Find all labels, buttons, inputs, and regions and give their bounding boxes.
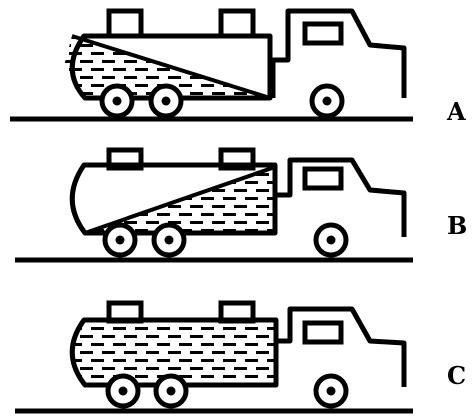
label-c: C (447, 364, 466, 388)
truck-a-cab (273, 11, 404, 98)
truck-c-cab (276, 309, 404, 387)
truck-a (10, 11, 413, 119)
truck-b-tank (72, 150, 275, 233)
truck-c (15, 303, 413, 411)
label-a: A (447, 100, 466, 124)
label-b: B (447, 214, 467, 238)
truck-b (15, 150, 413, 260)
truck-c-tank (72, 303, 276, 385)
